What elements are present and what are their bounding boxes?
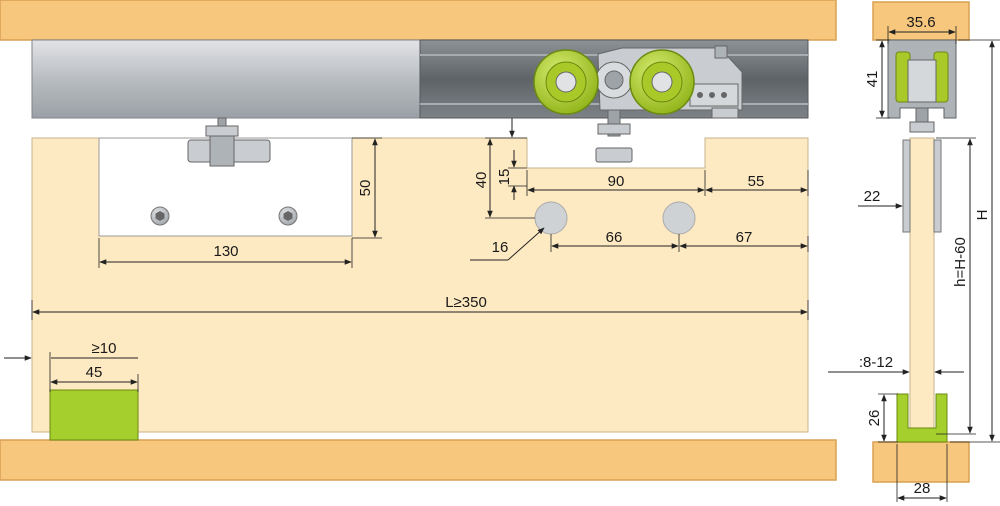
side-door-panel xyxy=(909,137,935,435)
screw-icon xyxy=(278,206,298,226)
dim-26: 26 xyxy=(866,410,883,427)
front-view: 130 50 40 15 90 55 66 67 xyxy=(0,0,837,481)
dim-45: 45 xyxy=(86,364,103,381)
dim-height: H xyxy=(974,210,991,221)
dim-door-height: h=H-60 xyxy=(952,237,969,287)
dim-length: L≥350 xyxy=(445,294,487,311)
dim-22: 22 xyxy=(864,188,881,205)
stopper-bracket-icon xyxy=(187,117,271,167)
dim-55: 55 xyxy=(748,173,765,190)
dim-90: 90 xyxy=(608,173,625,190)
dim-gap-min: ≥10 xyxy=(92,340,117,357)
dim-40: 40 xyxy=(473,172,490,189)
dim-28: 28 xyxy=(914,480,931,497)
screw-icon xyxy=(150,206,170,226)
floor-guide-block xyxy=(49,389,139,441)
dim-16: 16 xyxy=(492,239,509,256)
dim-67: 67 xyxy=(736,229,753,246)
side-fixing-plate xyxy=(933,139,942,233)
drill-hole xyxy=(662,201,696,235)
drill-hole xyxy=(534,201,568,235)
side-fixing-plate xyxy=(902,139,911,233)
dim-130: 130 xyxy=(213,243,238,260)
rail-profile-light xyxy=(31,39,421,119)
side-floor-guide xyxy=(896,393,948,443)
dim-15: 15 xyxy=(496,169,513,186)
side-view: 35.6 41 22 H h=H-60 :8-12 26 28 xyxy=(828,1,1000,502)
floor-beam xyxy=(0,439,837,481)
side-floor-beam xyxy=(872,441,970,483)
dim-thickness: :8-12 xyxy=(859,354,893,371)
dim-50: 50 xyxy=(357,180,374,197)
dim-41: 41 xyxy=(864,71,881,88)
ceiling-beam xyxy=(0,0,837,41)
dim-35-6: 35.6 xyxy=(906,14,935,31)
rail-cross-section-icon xyxy=(887,39,957,133)
roller-carriage-icon xyxy=(533,45,743,163)
dim-66: 66 xyxy=(606,229,623,246)
